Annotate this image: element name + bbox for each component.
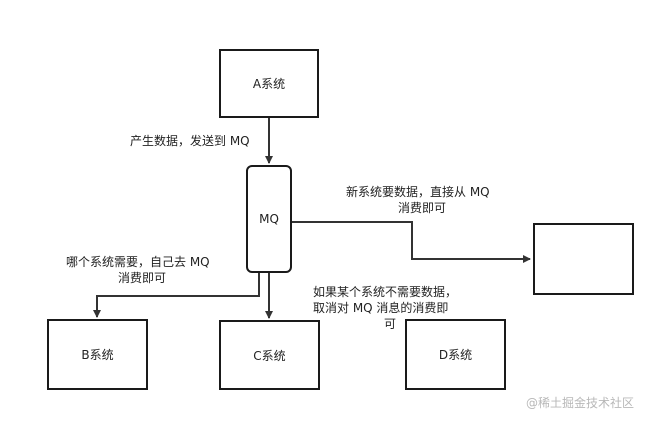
mq-label: MQ	[259, 212, 279, 226]
new-system-label-line1: 新系统要数据，直接从 MQ	[346, 185, 490, 199]
system-c-box: C系统	[219, 320, 320, 390]
system-c-label: C系统	[253, 348, 286, 363]
system-b-label: B系统	[81, 348, 114, 362]
cancel-label-line2: 取消对 MQ 消息的消费即	[313, 301, 449, 315]
system-a-box: A系统	[219, 49, 319, 118]
cancel-label-line3: 可	[384, 317, 397, 331]
need-label-line1: 哪个系统需要，自己去 MQ	[66, 255, 210, 269]
arrow-mq-to-b	[93, 273, 260, 318]
system-b-box: B系统	[47, 319, 148, 390]
system-a-label: A系统	[252, 77, 286, 91]
watermark: @稀土掘金技术社区	[526, 396, 635, 410]
system-d-label: D系统	[438, 348, 473, 362]
new-system-label-line2: 消费即可	[398, 201, 447, 215]
arrow-mq-to-new-system	[292, 221, 531, 263]
system-d-box: D系统	[405, 319, 506, 390]
cancel-label-line1: 如果某个系统不需要数据，	[313, 285, 458, 299]
need-label-line2: 消费即可	[118, 271, 167, 285]
produce-label: 产生数据，发送到 MQ	[130, 134, 250, 148]
new-system-box	[533, 223, 634, 295]
mq-box: MQ	[246, 165, 292, 273]
